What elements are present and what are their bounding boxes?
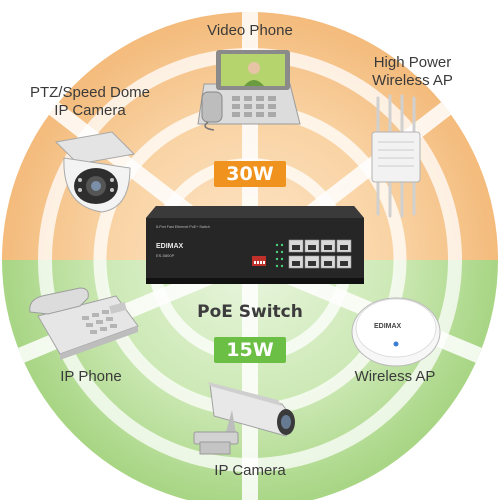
high-power-badge: 30W: [214, 161, 286, 187]
standard-power-badge: 15W: [214, 337, 286, 363]
wireless-ap-label: Wireless AP: [354, 368, 436, 385]
poe-switch: EDIMAX ES-5800P 8-Port Fast Ethernet PoE…: [146, 206, 364, 284]
video-phone-icon: [197, 50, 301, 131]
switch-subtitle: 8-Port Fast Ethernet PoE+ Switch: [156, 225, 210, 229]
ap-brand: EDIMAX: [374, 323, 402, 330]
outdoor-ap-icon: [371, 94, 421, 218]
switch-brand: EDIMAX: [156, 243, 184, 250]
ceiling-ap-icon: EDIMAX: [351, 297, 441, 367]
dome-camera-icon: [54, 131, 136, 213]
bullet-camera-icon: [193, 382, 295, 455]
ip-camera-label: IP Camera: [214, 462, 286, 479]
switch-model: ES-5800P: [156, 253, 175, 258]
poe-switch-title: PoE Switch: [197, 302, 303, 322]
ip-phone-label: IP Phone: [60, 368, 122, 385]
video-phone-label: Video Phone: [207, 22, 293, 39]
desk-phone-icon: [29, 287, 139, 360]
